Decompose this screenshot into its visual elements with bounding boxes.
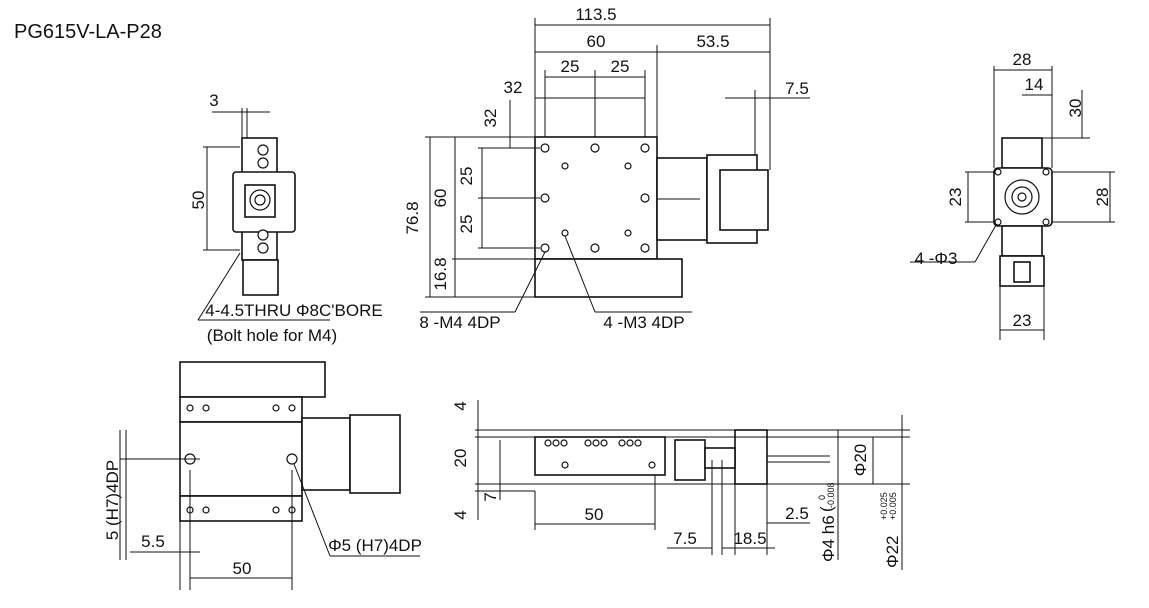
dim-table-width: 60 — [587, 32, 606, 51]
pin-hole-left: 5 (H7)4DP — [103, 460, 122, 540]
dim-28: 28 — [1013, 50, 1032, 69]
callout-4-holes: 4 -Φ3 — [915, 249, 958, 268]
dim-3: 3 — [209, 91, 218, 110]
callout-bolt-hole: 4-4.5THRU Φ8C'BORE — [205, 301, 382, 320]
dim-hole-pitch-b: 25 — [611, 57, 630, 76]
stage-table — [534, 136, 658, 260]
bottom-view: 5 (H7)4DP 5.5 50 Φ5 (H7)4DP — [103, 361, 422, 590]
stage-base — [534, 258, 683, 298]
dim-7-5: 7.5 — [785, 79, 809, 98]
shaft-tol-lower: -0.008 — [826, 482, 836, 508]
dim-overall-length: 113.5 — [575, 5, 616, 24]
right-end-view: 28 14 30 23 28 4 -Φ3 23 — [910, 50, 1115, 340]
shaft-diameter: Φ4 h6 — [819, 515, 838, 562]
shaft-tol-upper: 0 — [817, 495, 827, 500]
dim-23-vertical: 23 — [946, 188, 965, 207]
top-view: 113.5 60 53.5 25 25 32 7.5 32 76.8 60 25… — [403, 5, 810, 332]
left-end-view: 3 50 4-4.5THRU Φ8C'BORE (Bolt hole for M… — [189, 91, 383, 345]
dim-76-8: 76.8 — [403, 201, 422, 234]
callout-m4: 8 -M4 4DP — [419, 313, 500, 332]
dim-50-horizontal: 50 — [233, 559, 252, 578]
dim-7-5-side: 7.5 — [673, 529, 697, 548]
dim-7: 7 — [481, 492, 500, 501]
dim-32-vertical: 32 — [481, 109, 500, 128]
phi-20: Φ20 — [851, 444, 870, 476]
callout-bolt-note: (Bolt hole for M4) — [207, 326, 337, 345]
side-screws — [544, 439, 656, 469]
phi-22-tol-upper: +0.025 — [879, 492, 889, 520]
shaft-tol-paren-open: ( — [817, 506, 836, 512]
dim-2-5: 2.5 — [785, 504, 809, 523]
dim-25-vertical-b: 25 — [457, 215, 476, 234]
dim-5-5: 5.5 — [141, 532, 165, 551]
dim-60-vertical: 60 — [431, 189, 450, 208]
phi-22-tol-lower: +0.005 — [888, 492, 898, 520]
side-view: 4 20 7 4 50 7.5 2.5 18.5 Φ4 h6 ( 0 -0.00… — [451, 400, 910, 570]
dim-25-vertical-a: 25 — [457, 167, 476, 186]
dim-28-vertical: 28 — [1093, 188, 1112, 207]
dim-4-top: 4 — [451, 401, 470, 410]
dim-hole-pitch-a: 25 — [561, 57, 580, 76]
dim-50-side: 50 — [585, 505, 604, 524]
callout-m3: 4 -M3 4DP — [603, 313, 684, 332]
dim-motor-length: 53.5 — [696, 32, 729, 51]
dim-50-vertical: 50 — [189, 191, 208, 210]
dim-20: 20 — [451, 449, 470, 468]
dim-23: 23 — [1013, 311, 1032, 330]
dim-14: 14 — [1025, 75, 1044, 94]
phi-22: Φ22 — [883, 536, 902, 568]
dim-32-horizontal: 32 — [504, 78, 523, 97]
dim-18-5: 18.5 — [733, 529, 766, 548]
pin-hole-right: Φ5 (H7)4DP — [328, 536, 422, 555]
dim-4-bottom: 4 — [451, 510, 470, 519]
drawing-title: PG615V-LA-P28 — [14, 21, 162, 43]
dim-16-8: 16.8 — [431, 257, 450, 290]
dim-30-vertical: 30 — [1066, 99, 1085, 118]
table-holes — [540, 143, 650, 253]
